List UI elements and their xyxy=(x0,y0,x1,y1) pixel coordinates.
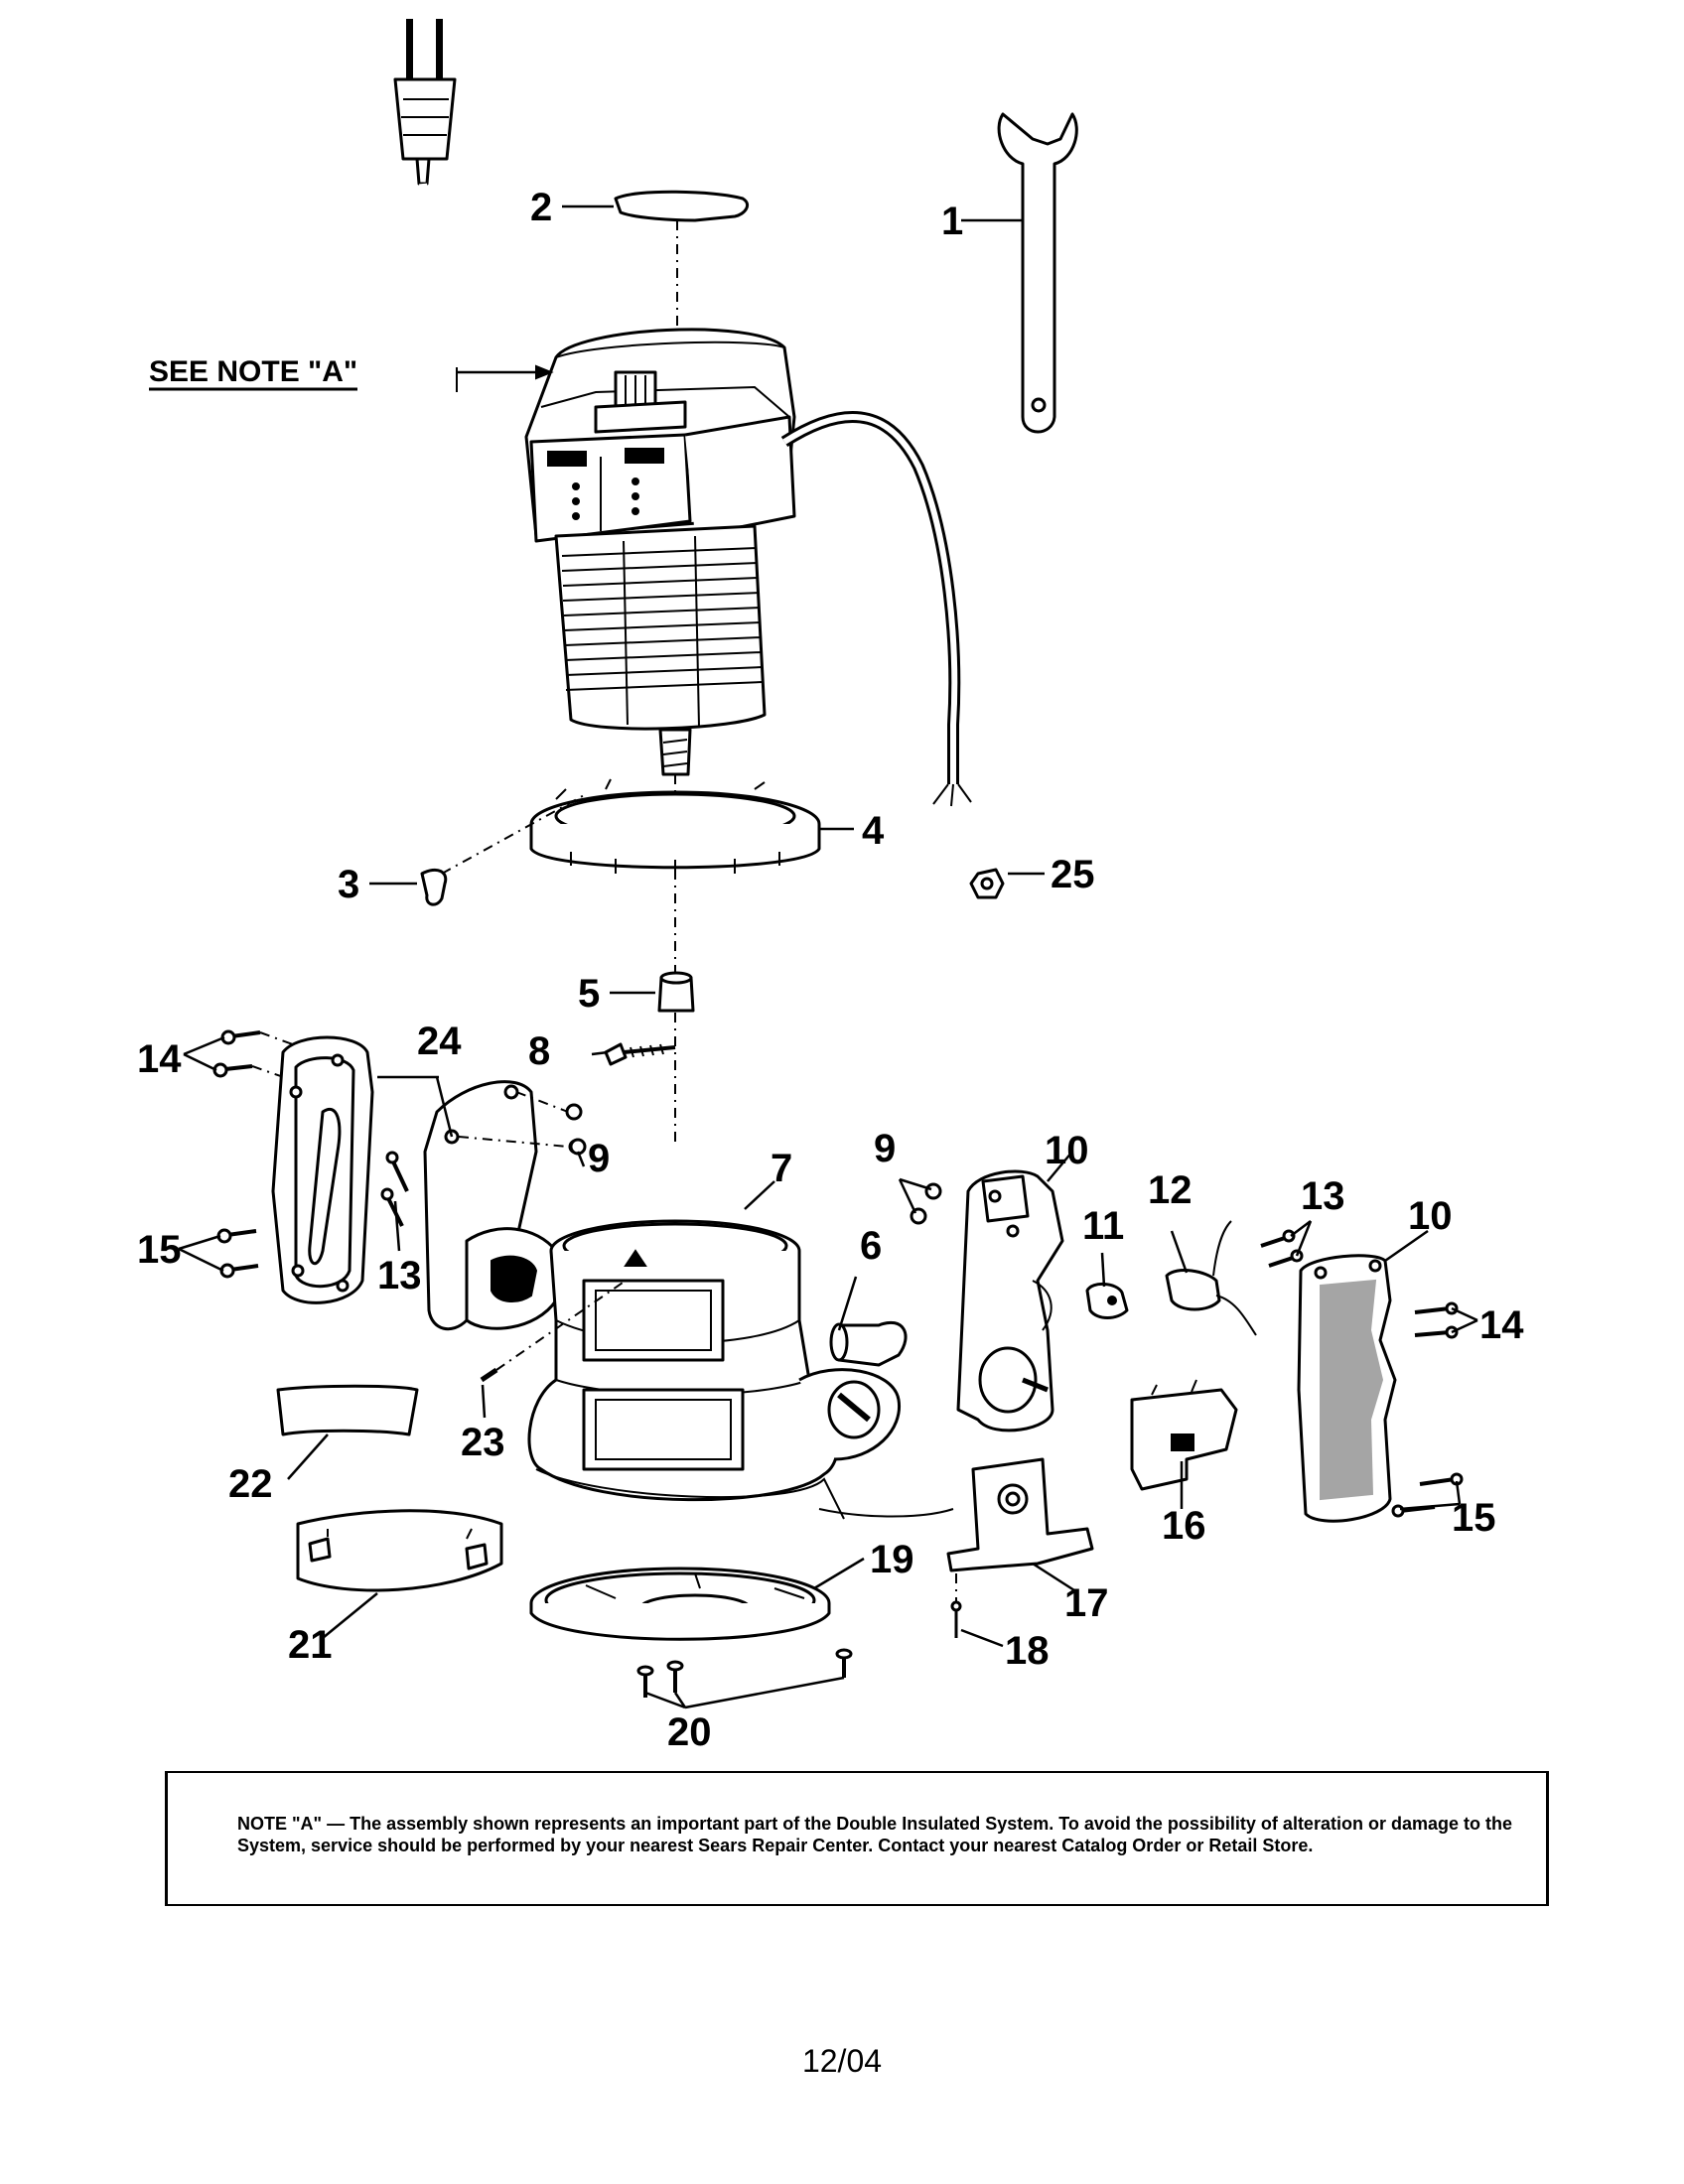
callout-6: 6 xyxy=(860,1224,882,1268)
part-10-switch-housing xyxy=(956,1169,1064,1433)
callout-12: 12 xyxy=(1148,1168,1193,1212)
callout-7: 7 xyxy=(771,1147,792,1190)
callout-10: 10 xyxy=(1045,1129,1089,1172)
callout-3: 3 xyxy=(338,863,359,906)
callout-17: 17 xyxy=(1064,1581,1109,1625)
callout-13: 13 xyxy=(1301,1174,1345,1218)
part-4-ring xyxy=(529,778,821,876)
callout-23: 23 xyxy=(461,1421,505,1464)
callout-14: 14 xyxy=(137,1037,182,1081)
callout-16: 16 xyxy=(1162,1504,1206,1548)
callout-14: 14 xyxy=(1479,1303,1524,1347)
left-handle-cover xyxy=(271,1035,374,1304)
power-cord-plug xyxy=(393,19,619,341)
callout-18: 18 xyxy=(1005,1629,1050,1673)
part-20-screws xyxy=(636,1648,853,1698)
note-a-text: NOTE "A" — The assembly shown represents… xyxy=(237,1813,1518,1856)
note-a-box: NOTE "A" — The assembly shown represents… xyxy=(165,1771,1549,1906)
part-21-guard xyxy=(296,1509,503,1592)
callout-25: 25 xyxy=(1051,853,1095,896)
callout-13: 13 xyxy=(377,1254,422,1297)
callout-15: 15 xyxy=(1452,1496,1496,1540)
callout-8: 8 xyxy=(528,1029,550,1073)
see-note-label: SEE NOTE "A" xyxy=(149,355,357,388)
callout-21: 21 xyxy=(288,1623,333,1667)
callout-24: 24 xyxy=(417,1020,462,1063)
part-3-clip xyxy=(420,793,587,906)
part-9-nuts xyxy=(565,1103,942,1225)
part-19-sub-base xyxy=(529,1567,831,1641)
part-10-right-cover xyxy=(1297,1254,1397,1523)
callout-19: 19 xyxy=(870,1538,914,1581)
screws-right xyxy=(1391,1301,1464,1518)
part-7-router-base xyxy=(527,1219,954,1520)
callout-20: 20 xyxy=(667,1710,712,1754)
note-a-body: — The assembly shown represents an impor… xyxy=(237,1814,1512,1855)
leader-lines xyxy=(178,205,1478,1709)
part-18-screw xyxy=(950,1573,962,1638)
part-11-bulb xyxy=(1085,1283,1129,1319)
callout-10: 10 xyxy=(1408,1194,1453,1238)
part-17-bracket xyxy=(946,1457,1094,1572)
callout-11: 11 xyxy=(1082,1204,1124,1248)
callout-9: 9 xyxy=(588,1137,610,1180)
motor-housing xyxy=(524,328,972,807)
part-12-socket xyxy=(1165,1220,1257,1336)
part-25-nut xyxy=(969,868,1005,899)
callout-4: 4 xyxy=(862,809,885,853)
part-22-label xyxy=(276,1384,419,1436)
note-a-label: NOTE "A" xyxy=(237,1814,323,1834)
part-13-screws-right xyxy=(1260,1229,1304,1268)
callout-numbers: 1 2 3 4 5 6 7 8 9 9 10 10 11 12 13 13 14… xyxy=(137,186,1524,1754)
callout-9: 9 xyxy=(874,1127,896,1170)
callout-1: 1 xyxy=(941,200,963,243)
part-1-wrench xyxy=(997,112,1078,434)
part-16-switch xyxy=(1130,1379,1238,1491)
part-8-screw xyxy=(604,1042,676,1066)
callout-5: 5 xyxy=(578,972,600,1016)
part-23-pin xyxy=(480,1280,627,1383)
motor-body xyxy=(554,524,767,1142)
callout-2: 2 xyxy=(530,186,552,229)
callout-15: 15 xyxy=(137,1228,182,1272)
callout-22: 22 xyxy=(228,1462,273,1506)
see-note-a: SEE NOTE "A" xyxy=(149,355,554,392)
part-5-collet xyxy=(657,971,695,1013)
part-2-label-plate xyxy=(614,190,749,338)
part-6-lever xyxy=(829,1320,908,1367)
part-13-screws-left xyxy=(380,1151,409,1227)
page-date-code: 12/04 xyxy=(801,2043,883,2079)
